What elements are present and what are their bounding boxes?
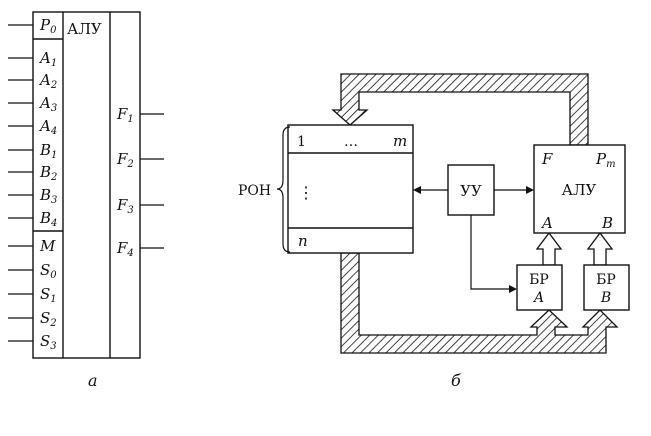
pin-a4-label: A4 [38, 117, 57, 137]
alu-b-label: B [601, 214, 613, 232]
ron-last-row: n [298, 232, 308, 250]
alu-chip-title: АЛУ [67, 20, 102, 38]
ron-bracket [276, 126, 291, 253]
pin-s2-label: S2 [40, 309, 57, 329]
pin-b2-label: B2 [39, 163, 57, 183]
diagram-b: РОН 1 … m ⋮ n УУ F Pm АЛУ A B [238, 73, 630, 390]
pin-m-label: M [39, 237, 56, 255]
alu-chip-outline [32, 11, 141, 359]
pin-s1-label: S1 [40, 285, 57, 305]
control-unit: УУ [447, 164, 495, 216]
buffer-register-a: БР A [516, 264, 563, 311]
alu-block: F Pm АЛУ A B [533, 144, 626, 234]
pin-b3-label: B3 [39, 186, 57, 206]
alu-f-label: F [541, 150, 553, 168]
pin-f4-label: F4 [116, 239, 134, 259]
ron-row1-start: 1 [297, 134, 306, 150]
pin-f1-label: F1 [116, 105, 134, 125]
pin-s0-label: S0 [40, 261, 57, 281]
pin-a1-label: A1 [38, 49, 57, 69]
buffer-b-title: БР [596, 272, 616, 288]
pin-f3-label: F3 [116, 196, 134, 216]
ron-label: РОН [238, 183, 271, 199]
alu-a-label: A [540, 214, 553, 232]
pin-b1-label: B1 [39, 141, 57, 161]
control-lines [413, 186, 534, 293]
buffer-to-alu-arrows [535, 231, 614, 266]
pin-a3-label: A3 [38, 94, 57, 114]
pin-p0-label: P0 [39, 16, 57, 36]
pin-f2-label: F2 [116, 150, 134, 170]
ron-vertical-dots: ⋮ [298, 183, 314, 202]
caption-b: б [451, 371, 461, 390]
control-unit-label: УУ [460, 182, 482, 200]
ron-row1-end: m [393, 132, 407, 150]
buffer-a-title: БР [529, 272, 549, 288]
pin-s3-label: S3 [40, 332, 57, 352]
buffer-register-b: БР B [583, 264, 630, 311]
caption-a: a [88, 371, 98, 390]
ron-row1-dots: … [344, 134, 358, 150]
bottom-data-bus [340, 252, 619, 354]
buffer-b-sub: B [600, 290, 611, 306]
register-file-ron: РОН 1 … m ⋮ n [238, 124, 414, 254]
alu-pm-label: Pm [595, 150, 616, 170]
alu-title: АЛУ [562, 181, 597, 199]
pin-b4-label: B4 [39, 209, 57, 229]
top-data-bus [331, 73, 589, 146]
buffer-a-sub: A [532, 290, 544, 306]
pin-a2-label: A2 [38, 71, 57, 91]
